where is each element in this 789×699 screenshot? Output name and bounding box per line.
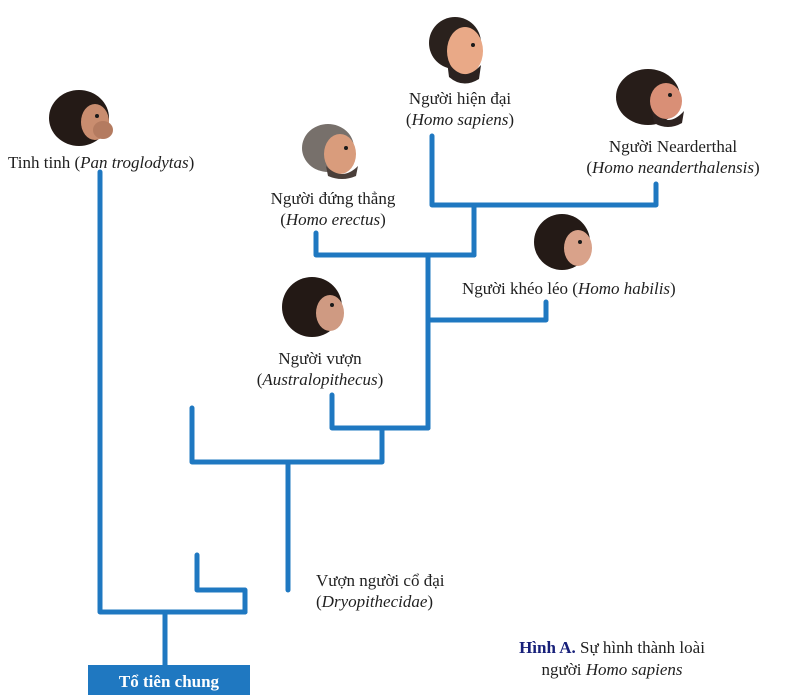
branch-hominin-split xyxy=(189,405,385,465)
modern-human-head-icon xyxy=(429,17,483,84)
branch-sapiens xyxy=(429,133,659,208)
branch-erectus xyxy=(313,230,477,258)
branch-habilis-join xyxy=(425,299,549,431)
label-homo-habilis: Người khéo léo (Homo habilis) xyxy=(462,279,676,298)
australopithecus-head-icon xyxy=(282,277,344,337)
label-homo-neanderthalensis: Người Nearderthal (Homo neanderthalensis… xyxy=(586,137,760,177)
label-homo-sapiens: Người hiện đại (Homo sapiens) xyxy=(405,89,515,129)
homo-erectus-head-icon xyxy=(302,124,358,179)
neanderthal-head-icon xyxy=(616,69,684,127)
figure-caption: Hình A. Sự hình thành loài người Homo sa… xyxy=(519,638,705,679)
label-homo-erectus: Người đứng thẳng (Homo erectus) xyxy=(270,189,396,229)
label-australopithecus: Người vượn (Australopithecus) xyxy=(256,349,384,389)
common-ancestor-box: Tổ tiên chung xyxy=(88,665,250,695)
branch-chimp-base xyxy=(97,169,248,615)
label-pan-troglodytas: Tinh tinh (Pan troglodytas) xyxy=(8,153,195,172)
homo-habilis-head-icon xyxy=(534,214,592,270)
chimpanzee-head-icon xyxy=(49,90,113,146)
branch-dryo xyxy=(194,552,248,615)
branch-australo xyxy=(329,392,431,431)
label-dryopithecidae: Vượn người cổ đại (Dryopithecidae) xyxy=(316,571,445,611)
